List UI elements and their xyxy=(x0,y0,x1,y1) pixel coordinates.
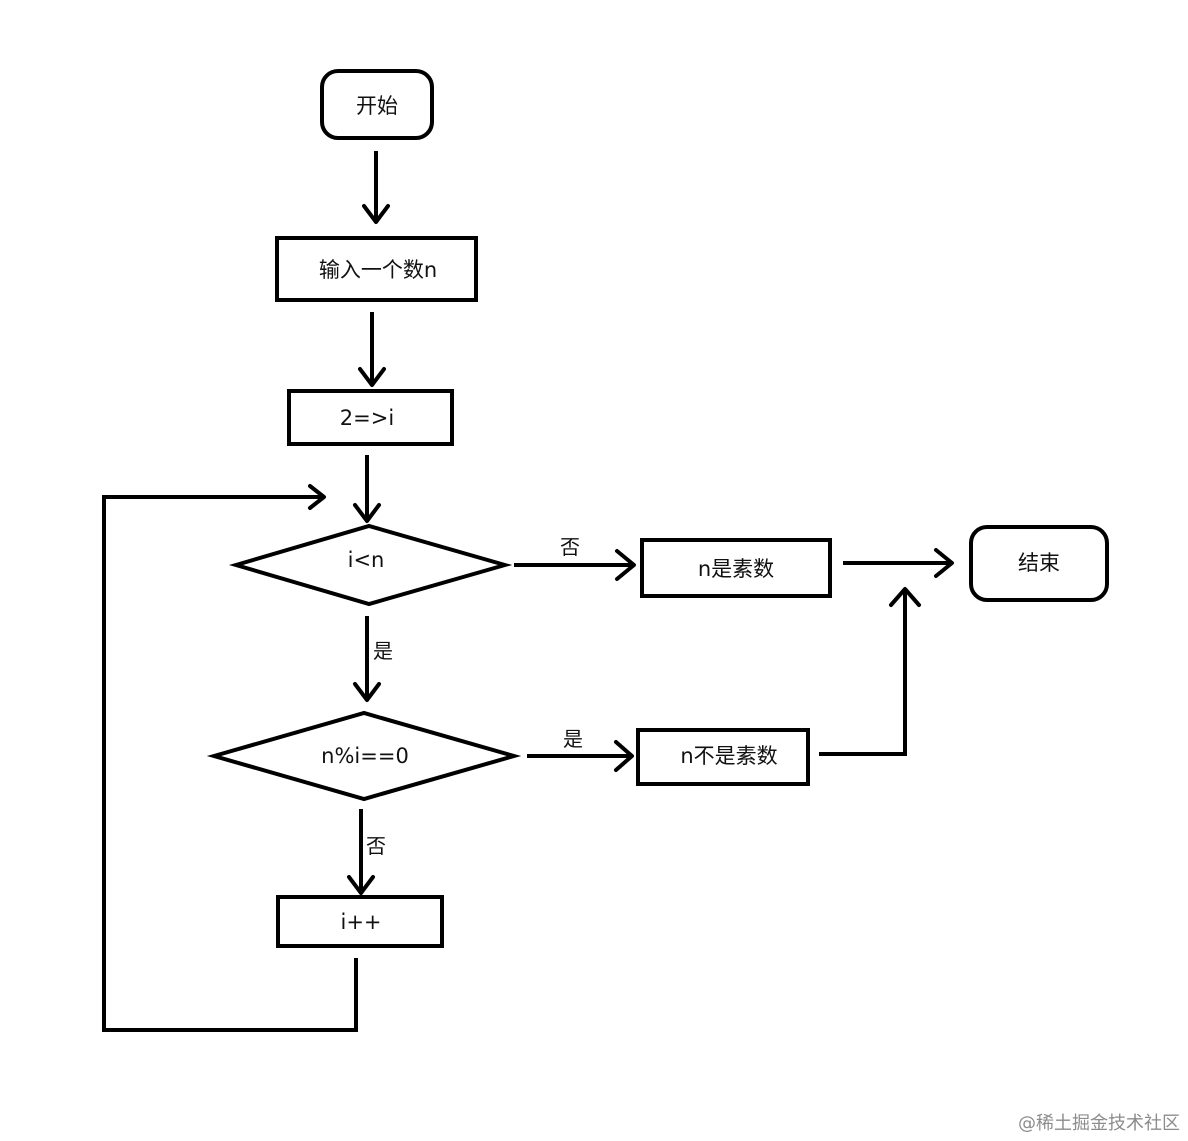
arrow-prime-to-end xyxy=(843,548,954,578)
increment-label: i++ xyxy=(340,910,381,934)
decision-mod-label: n%i==0 xyxy=(321,744,409,768)
init-label: 2=>i xyxy=(340,406,394,430)
arrow-input-to-init xyxy=(358,312,386,387)
not-prime-node: n不是素数 xyxy=(636,728,810,786)
start-node: 开始 xyxy=(320,69,434,140)
edge-label-mod-no: 否 xyxy=(366,834,386,858)
end-label: 结束 xyxy=(1018,551,1060,575)
arrow-decision-lt-to-decision-mod xyxy=(353,616,381,702)
arrow-start-to-input xyxy=(362,151,390,224)
watermark-text: @稀土掘金技术社区 xyxy=(1018,1113,1180,1134)
start-label: 开始 xyxy=(356,94,398,118)
arrow-decision-lt-to-prime xyxy=(514,549,636,581)
init-node: 2=>i xyxy=(287,389,454,446)
decision-mod-node: n%i==0 xyxy=(206,710,522,802)
edge-label-lt-no: 否 xyxy=(560,535,580,559)
decision-lt-label: i<n xyxy=(348,548,385,572)
arrow-decision-mod-to-increment xyxy=(347,809,375,895)
prime-node: n是素数 xyxy=(640,538,832,598)
increment-node: i++ xyxy=(276,895,444,948)
edge-label-lt-yes: 是 xyxy=(373,639,393,663)
input-node: 输入一个数n xyxy=(275,236,478,302)
arrow-init-to-decision-lt xyxy=(353,455,381,523)
arrow-decision-mod-to-not-prime xyxy=(527,740,634,772)
not-prime-label: n不是素数 xyxy=(680,744,777,768)
decision-lt-node: i<n xyxy=(228,523,513,607)
input-label: 输入一个数n xyxy=(319,258,437,282)
edge-label-mod-yes: 是 xyxy=(563,727,583,751)
arrow-loop-back xyxy=(102,484,358,1032)
prime-label: n是素数 xyxy=(698,557,774,581)
end-node: 结束 xyxy=(969,525,1109,602)
arrow-not-prime-to-end xyxy=(819,587,921,756)
